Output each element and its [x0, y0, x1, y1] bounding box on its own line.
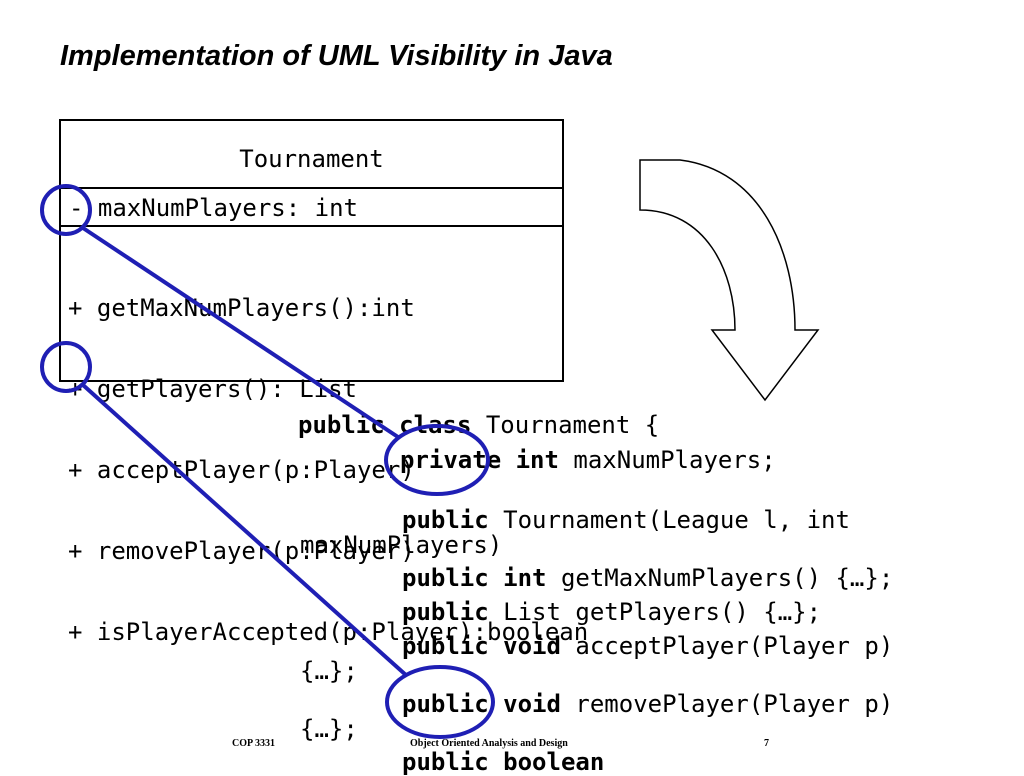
code-line: public Tournament(League l, int — [402, 506, 850, 534]
footer-page-number: 7 — [764, 738, 769, 749]
uml-operation: + getPlayers(): List — [68, 375, 357, 403]
code-line: public void acceptPlayer(Player p) — [402, 632, 894, 660]
code-line: public void removePlayer(Player p) — [402, 690, 894, 718]
code-line: maxNumPlayers) — [300, 531, 503, 559]
uml-operation: + getMaxNumPlayers():int — [68, 294, 415, 322]
code-line: public boolean — [402, 748, 605, 776]
code-line: public class Tournament { — [298, 411, 660, 439]
slide-title: Implementation of UML Visibility in Java — [60, 40, 613, 72]
uml-attribute: - maxNumPlayers: int — [69, 194, 358, 222]
uml-divider — [61, 225, 562, 227]
footer-course: COP 3331 — [232, 738, 276, 749]
code-line: {…}; — [300, 715, 358, 743]
code-line: public int getMaxNumPlayers() {…}; — [402, 564, 894, 592]
uml-divider — [61, 187, 562, 189]
code-line: public List getPlayers() {…}; — [402, 598, 822, 626]
uml-class-name: Tournament — [239, 145, 384, 173]
curved-down-arrow-icon — [639, 159, 820, 402]
code-line: {…}; — [300, 657, 358, 685]
code-line: private int maxNumPlayers; — [400, 446, 776, 474]
footer-course-title: Object Oriented Analysis and Design — [410, 738, 568, 749]
